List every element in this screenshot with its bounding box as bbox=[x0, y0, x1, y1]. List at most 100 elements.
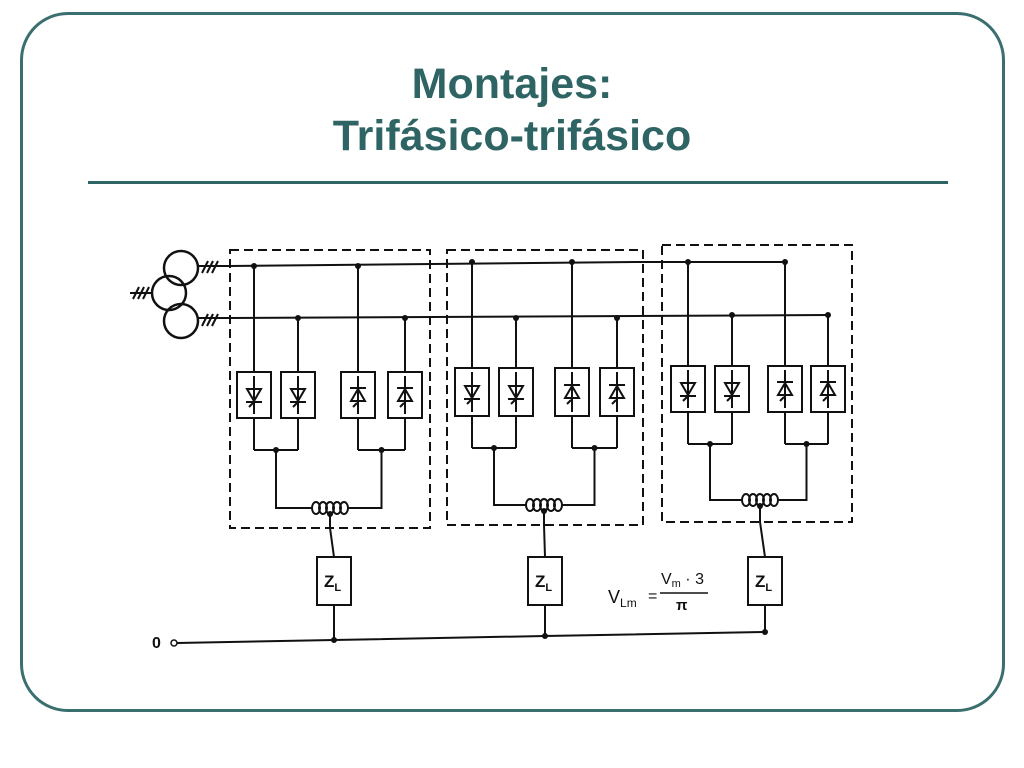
formula-numerator: V bbox=[661, 571, 672, 588]
transformer-coil-top bbox=[162, 249, 200, 287]
junction-dot bbox=[378, 447, 385, 453]
thyristor-pair bbox=[236, 371, 272, 419]
impedance-label: ZL bbox=[324, 572, 341, 594]
gate-lead bbox=[682, 396, 688, 402]
thyristor-pair bbox=[554, 367, 590, 417]
title-divider bbox=[88, 181, 948, 184]
three-phase-tick bbox=[201, 260, 209, 274]
impedance-label: ZL bbox=[535, 572, 552, 594]
impedance-symbol: Z bbox=[535, 572, 545, 591]
svg-text:Vm · 3: Vm · 3 bbox=[661, 571, 704, 590]
title-line-2: Trifásico-trifásico bbox=[332, 112, 692, 160]
three-phase-tick bbox=[142, 286, 150, 300]
impedance-symbol: Z bbox=[324, 572, 334, 591]
impedance-symbol: Z bbox=[755, 572, 765, 591]
reactor-lead bbox=[348, 450, 383, 509]
impedance-subscript: L bbox=[765, 582, 772, 594]
three-phase-tick bbox=[211, 313, 219, 327]
junction-dot bbox=[614, 315, 620, 321]
thyristor-pair bbox=[714, 365, 750, 413]
junction-dot bbox=[295, 315, 301, 321]
formula-numerator-sub: m bbox=[672, 578, 681, 590]
formula-denominator: π bbox=[676, 597, 688, 614]
junction-dot bbox=[469, 259, 475, 265]
title-line-1: Montajes: bbox=[411, 60, 613, 108]
wires bbox=[176, 261, 829, 644]
three-phase-tick bbox=[132, 286, 140, 300]
reactor-turn bbox=[339, 501, 349, 515]
slide-frame bbox=[20, 12, 1005, 712]
thyristor-pair bbox=[599, 367, 635, 417]
three-phase-tick bbox=[201, 313, 209, 327]
reactor-turn bbox=[553, 498, 563, 512]
impedance-subscript: L bbox=[334, 582, 341, 594]
junction-dot bbox=[729, 312, 735, 318]
junction-dot bbox=[251, 263, 257, 269]
junction-dot bbox=[569, 259, 575, 265]
impedance-subscript: L bbox=[545, 582, 552, 594]
phase-group-2: ZL bbox=[446, 249, 644, 636]
bus-b bbox=[229, 314, 829, 319]
output-voltage-formula: VLm = Vm · 3 π bbox=[608, 571, 708, 614]
junction-dot bbox=[685, 259, 691, 265]
neutral-label: 0 bbox=[152, 635, 161, 652]
junction-dot bbox=[591, 445, 598, 451]
load-impedance: ZL bbox=[747, 556, 783, 606]
reactor-lead bbox=[562, 448, 596, 506]
thyristor-pair bbox=[498, 367, 534, 417]
junction-dot bbox=[402, 315, 408, 321]
reactor-lead bbox=[493, 448, 526, 506]
neutral-terminal bbox=[170, 639, 178, 647]
junction-dot bbox=[491, 445, 497, 451]
junction-dot bbox=[331, 637, 337, 643]
thyristor-pair bbox=[280, 371, 316, 419]
gate-lead bbox=[822, 396, 828, 402]
junction-dot bbox=[355, 263, 361, 269]
load-wire bbox=[329, 527, 335, 558]
reactor-lead bbox=[275, 450, 312, 509]
junction-dot bbox=[825, 312, 831, 318]
three-phase-tick bbox=[206, 313, 214, 327]
three-phase-tick bbox=[206, 260, 214, 274]
junction-dot bbox=[273, 447, 279, 453]
gate-lead bbox=[466, 399, 472, 405]
thyristor-pair bbox=[340, 371, 376, 419]
load-wire bbox=[759, 521, 766, 558]
gate-lead bbox=[510, 399, 516, 405]
load-impedance: ZL bbox=[316, 556, 352, 606]
dashed-enclosure bbox=[661, 244, 853, 523]
junction-dot bbox=[541, 508, 547, 514]
bus-a bbox=[229, 261, 636, 267]
gate-lead bbox=[352, 402, 358, 408]
reactor-lead bbox=[778, 444, 808, 501]
phase-group-1: ZL bbox=[229, 249, 431, 640]
gate-lead bbox=[726, 396, 732, 402]
formula-numerator-tail: · 3 bbox=[681, 571, 704, 588]
junction-dot bbox=[762, 629, 768, 635]
gate-lead bbox=[292, 402, 298, 408]
gate-lead bbox=[248, 402, 254, 408]
thyristor-pair bbox=[454, 367, 490, 417]
thyristor-pair bbox=[810, 365, 846, 413]
three-phase-tick bbox=[137, 286, 145, 300]
phase-group-3: ZL bbox=[661, 244, 853, 632]
impedance-label: ZL bbox=[755, 572, 772, 594]
interphase-reactor bbox=[311, 501, 349, 515]
svg-text:VLm: VLm bbox=[608, 587, 637, 610]
gate-lead bbox=[611, 399, 617, 405]
junction-dot bbox=[757, 503, 763, 509]
thyristor-pair bbox=[767, 365, 803, 413]
junction-dot bbox=[782, 259, 788, 265]
junction-dot bbox=[327, 511, 333, 517]
gate-lead bbox=[779, 396, 785, 402]
three-phase-tick bbox=[211, 260, 219, 274]
junction-dot bbox=[513, 315, 519, 321]
load-wire bbox=[543, 524, 546, 558]
transformer-coil-bottom bbox=[162, 302, 200, 340]
neutral-line bbox=[176, 631, 766, 644]
slide-title: Montajes: Trifásico-trifásico bbox=[0, 58, 1024, 162]
transformer-symbol bbox=[130, 249, 219, 340]
gate-lead bbox=[399, 402, 405, 408]
